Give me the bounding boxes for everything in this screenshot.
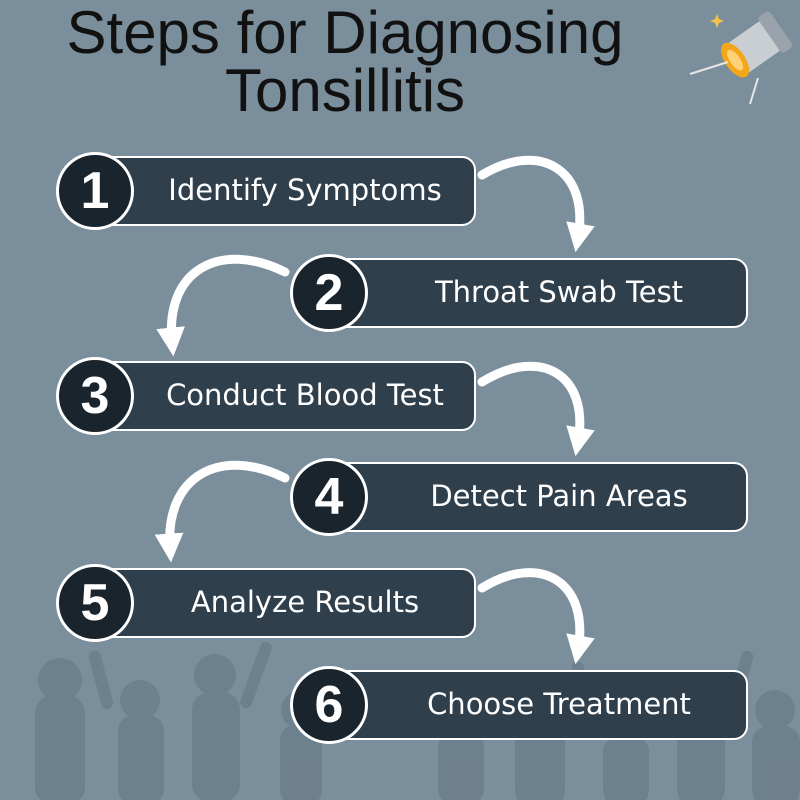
step-label: Choose Treatment — [427, 687, 691, 721]
step-6: Choose Treatment 6 — [290, 666, 748, 744]
arrow-2-to-3 — [156, 254, 290, 357]
step-label: Conduct Blood Test — [166, 378, 444, 412]
step-label: Throat Swab Test — [434, 275, 684, 309]
step-bar — [96, 156, 476, 226]
arrow-1-to-2 — [477, 155, 595, 253]
step-number: 5 — [56, 564, 134, 642]
step-bar — [330, 258, 748, 328]
arrow-3-to-4 — [477, 361, 595, 457]
title-line-2: Tonsillitis — [224, 57, 466, 124]
step-number: 1 — [56, 152, 134, 230]
title-line-1: Steps for Diagnosing — [66, 0, 624, 66]
arrow-5-to-6 — [477, 568, 595, 665]
step-number: 3 — [56, 357, 134, 435]
spotlight-icon — [689, 11, 793, 105]
step-bar — [96, 568, 476, 638]
step-4: Detect Pain Areas 4 — [290, 458, 748, 536]
step-number: 2 — [290, 254, 368, 332]
step-bar — [330, 670, 748, 740]
step-bar — [96, 361, 476, 431]
page-title: Steps for Diagnosing Tonsillitis — [0, 0, 800, 124]
step-5: Analyze Results 5 — [56, 564, 476, 642]
step-2: Throat Swab Test 2 — [290, 254, 748, 332]
step-1: Identify Symptoms 1 — [56, 152, 476, 230]
step-label: Analyze Results — [190, 585, 420, 619]
step-bar — [330, 462, 748, 532]
step-label: Identify Symptoms — [168, 173, 442, 207]
step-number: 6 — [290, 666, 368, 744]
step-label: Detect Pain Areas — [430, 479, 688, 513]
arrow-4-to-5 — [154, 460, 290, 563]
step-3: Conduct Blood Test 3 — [56, 357, 476, 435]
step-number: 4 — [290, 458, 368, 536]
sparkle-icon — [710, 14, 724, 28]
